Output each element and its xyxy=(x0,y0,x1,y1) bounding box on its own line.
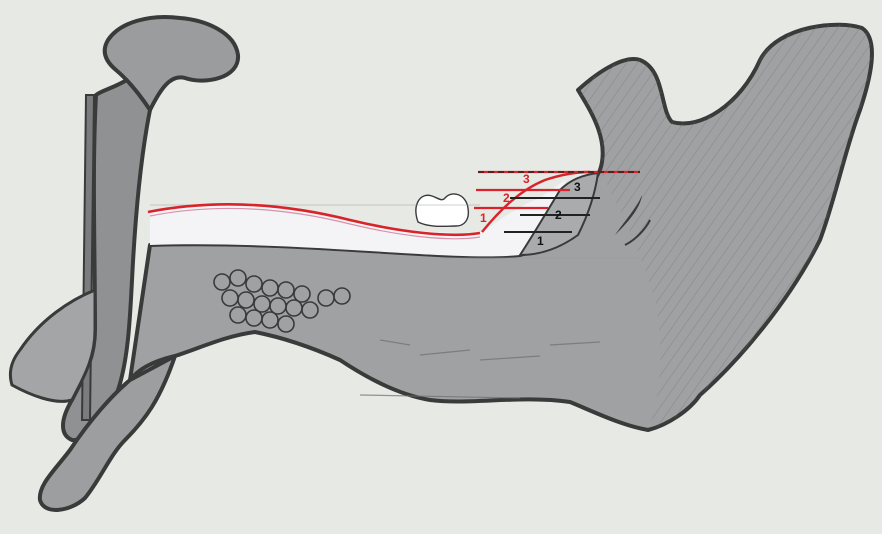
red-label-3: 3 xyxy=(523,172,530,186)
red-label-2: 2 xyxy=(503,191,510,205)
red-label-1: 1 xyxy=(480,211,487,225)
black-label-3: 3 xyxy=(574,180,581,194)
black-label-1: 1 xyxy=(537,234,544,248)
black-label-2: 2 xyxy=(555,208,562,222)
